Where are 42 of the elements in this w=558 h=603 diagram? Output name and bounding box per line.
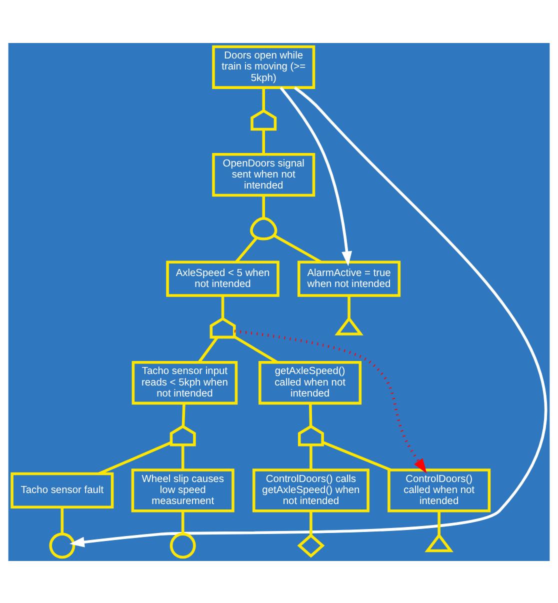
node-triangle [424, 532, 454, 552]
connector [235, 236, 258, 262]
connector [322, 440, 392, 471]
connector [181, 444, 184, 470]
connector [310, 444, 312, 470]
connector [262, 129, 266, 154]
connector [348, 295, 350, 318]
node-triangle [334, 316, 364, 335]
node-box: AxleSpeed < 5 when not intended [166, 260, 280, 296]
node-gate [170, 424, 196, 446]
connector [310, 510, 312, 535]
node-box: Wheel slip causes low speed measurement [131, 468, 234, 512]
node-box: Tacho sensor input reads < 5kph when not intended [132, 360, 238, 404]
node-box: OpenDoors signal sent when not intended [212, 152, 316, 196]
connector [234, 335, 278, 363]
arrow [69, 86, 547, 547]
connector [262, 194, 266, 218]
node-box: ControlDoors() calls getAxleSpeed() when not intended [252, 468, 370, 512]
arrow [280, 86, 352, 266]
node-box: AlarmActive = true when not intended [298, 260, 401, 296]
connector [438, 510, 440, 535]
connector [98, 440, 172, 474]
node-gate [298, 424, 324, 446]
node-box: Tacho sensor fault [10, 472, 114, 508]
node-diamond [297, 533, 325, 558]
connector [198, 336, 218, 362]
connector [273, 234, 322, 263]
node-box: Doors open while train is moving (>= 5kph) [212, 44, 316, 88]
node-box: getAxleSpeed() called when not intended [258, 360, 362, 404]
connector [60, 506, 64, 534]
node-circle [170, 532, 196, 558]
connector [221, 295, 224, 318]
connector [181, 510, 184, 534]
node-box: ControlDoors() called when not intended [388, 468, 491, 512]
node-circle [49, 532, 76, 558]
node-dome [250, 216, 278, 240]
connector [309, 402, 312, 426]
connector [262, 87, 266, 110]
node-gate [250, 108, 277, 130]
node-gate [210, 316, 236, 338]
arrow [234, 329, 427, 473]
connector [182, 402, 186, 426]
